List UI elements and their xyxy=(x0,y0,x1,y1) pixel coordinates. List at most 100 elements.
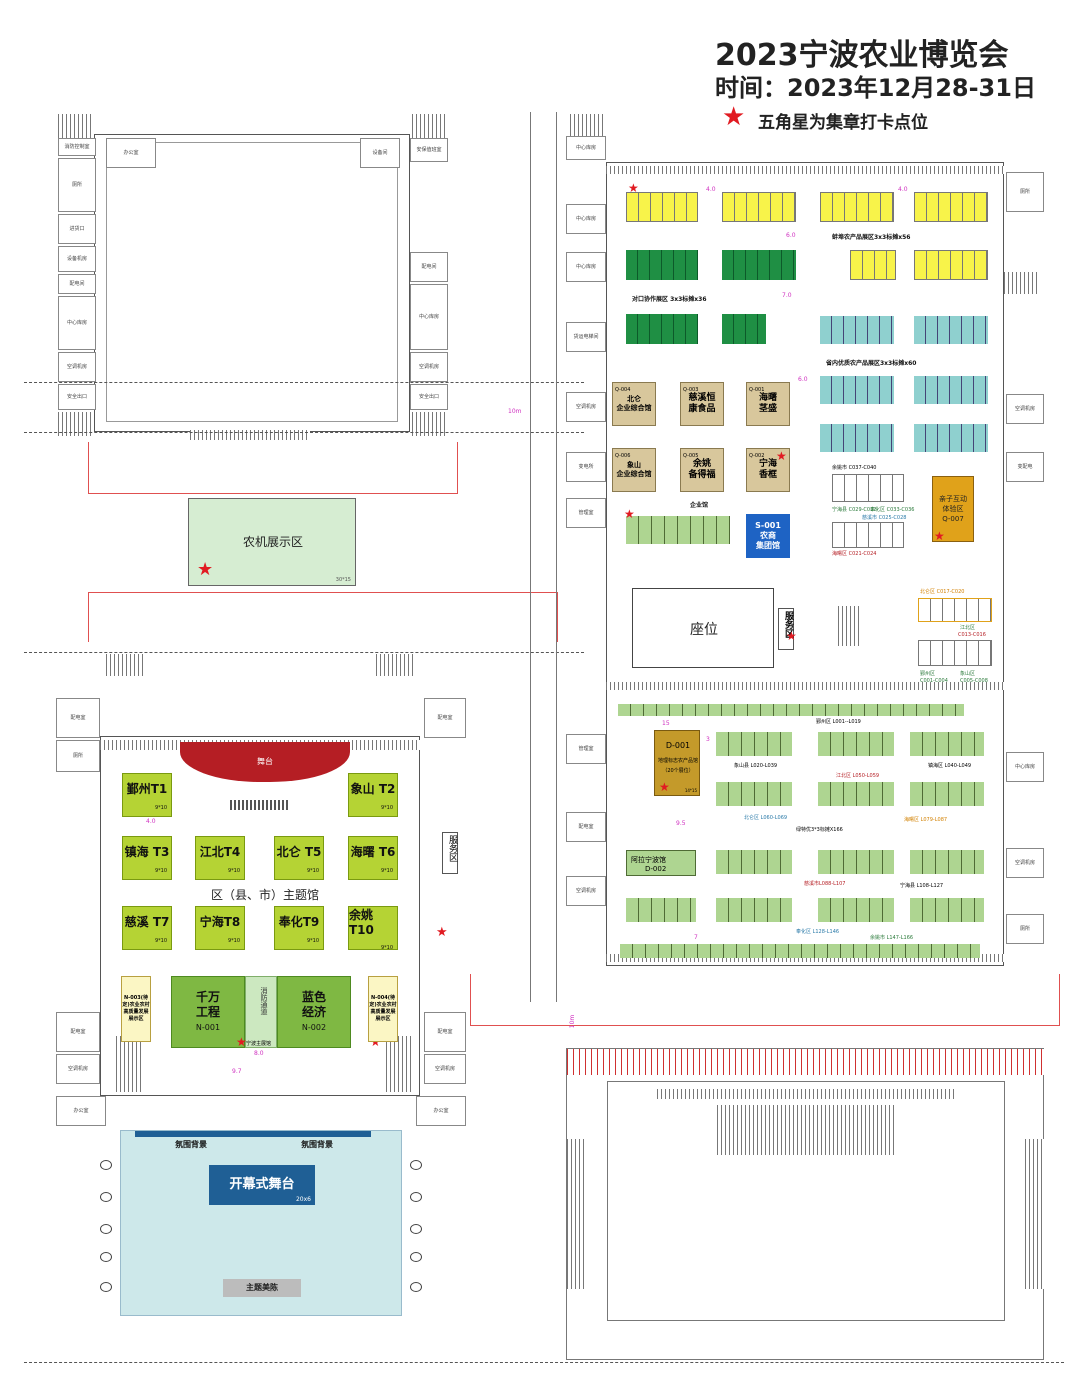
fenghua-c-label: 奉化区 C033-C036 xyxy=(870,507,915,513)
n001-line-2: 工程 xyxy=(195,1004,220,1019)
province-booth-group-2[interactable] xyxy=(914,316,988,344)
theme-hall-t5-size: 9*10 xyxy=(306,867,319,874)
theme-display[interactable]: 主题美陈 xyxy=(223,1279,301,1297)
seating-label: 座位 xyxy=(690,622,718,638)
d001-code: D-001 xyxy=(665,741,691,750)
theme-display-label: 主题美陈 xyxy=(246,1283,278,1292)
n004-exhibit[interactable]: N-004(待定)农业农村高质量发展展示区 xyxy=(368,976,398,1042)
s001-code: S-001 xyxy=(755,521,781,530)
checkin-star-icon: ★ xyxy=(624,507,635,521)
l-row-14[interactable] xyxy=(910,898,984,922)
l-row-15[interactable] xyxy=(620,944,980,958)
duikou-booth-group-2[interactable] xyxy=(722,250,796,280)
bengbu-booth-group-3[interactable] xyxy=(820,192,894,222)
lamp-post-icon xyxy=(410,1192,422,1202)
l-row-6[interactable] xyxy=(818,782,894,806)
province-booth-group-4[interactable] xyxy=(914,376,988,404)
main-stage-label: 舞台 xyxy=(257,757,273,766)
opening-stage-label: 开幕式舞台 xyxy=(229,1177,295,1192)
checkin-star-icon: ★ xyxy=(659,780,670,794)
seating-area[interactable]: 座位 xyxy=(632,588,774,668)
s001-line-1: 农商 xyxy=(760,531,776,540)
l-row-13[interactable] xyxy=(818,898,894,922)
l-row-3[interactable] xyxy=(818,732,894,756)
legend-star-icon: ★ xyxy=(722,102,746,132)
bengbu-booth-group-1[interactable] xyxy=(626,192,698,222)
l-row-11[interactable] xyxy=(626,898,696,922)
l-row-2[interactable] xyxy=(716,732,792,756)
d001-line-1: 地理标志农产品馆 xyxy=(657,758,698,764)
n003-exhibit[interactable]: N-003(待定)农业农村高质量发展展示区 xyxy=(121,976,151,1042)
province-booth-group-1[interactable] xyxy=(820,316,894,344)
left-service-area[interactable]: 服务区 xyxy=(442,832,458,874)
opening-stage[interactable]: 开幕式舞台 20x6 xyxy=(209,1165,315,1205)
s001-booth[interactable]: S-001 农商 集团馆 xyxy=(746,514,790,558)
c-booth-group-2[interactable] xyxy=(832,522,904,548)
theme-hall-t10-size: 9*10 xyxy=(380,944,393,951)
machinery-size: 30*15 xyxy=(335,577,351,583)
big-hall-n002[interactable]: 蓝色 经济 N-002 xyxy=(277,976,351,1048)
machinery-display-area[interactable]: 农机展示区 ★ 30*15 xyxy=(188,498,356,586)
duikou-booth-group-4[interactable] xyxy=(722,314,766,344)
c001-label: C001-C004 xyxy=(920,678,948,684)
room-fire-control: 消防控制室 xyxy=(58,138,96,156)
big-hall-n001[interactable]: 千万 工程 N-001 xyxy=(171,976,245,1048)
theme-hall-t1-size: 9*10 xyxy=(154,804,167,811)
l-row-4[interactable] xyxy=(910,732,984,756)
bengbu-booth-group-5[interactable] xyxy=(850,250,896,280)
l-row-9[interactable] xyxy=(818,850,894,874)
province-booth-group-6[interactable] xyxy=(914,424,988,452)
l-row-12[interactable] xyxy=(716,898,792,922)
l-row-10[interactable] xyxy=(910,850,984,874)
duikou-area-label: 对口协作展区 3x3标摊x36 xyxy=(632,296,707,303)
bengbu-booth-group-6[interactable] xyxy=(914,250,988,280)
room-power-2: 配电间 xyxy=(410,252,448,282)
l-row-8[interactable] xyxy=(716,850,792,874)
theme-hall-t7-size: 9*10 xyxy=(154,937,167,944)
dim-label: 10m xyxy=(508,408,522,415)
bengbu-booth-group-2[interactable] xyxy=(722,192,796,222)
l-row-7[interactable] xyxy=(910,782,984,806)
dim-label: 9.7 xyxy=(232,1068,242,1075)
left-service-label: 服务区 xyxy=(447,835,457,862)
q003-name: 慈溪恒 康食品 xyxy=(688,393,716,414)
bengbu-booth-group-4[interactable] xyxy=(914,192,988,222)
room-office-top: 办公室 xyxy=(106,138,156,168)
duikou-booth-group-3[interactable] xyxy=(626,314,698,344)
q004-name: 北仑 企业综合馆 xyxy=(616,395,652,412)
c-booth-group-1[interactable] xyxy=(832,474,904,502)
d001-booth[interactable]: D-001 地理标志农产品馆 （20个展位） ★ 14*15 xyxy=(654,730,700,796)
d001-size: 14*15 xyxy=(684,788,697,793)
enterprise-small-booths[interactable] xyxy=(626,516,730,544)
room-security: 安保值班室 xyxy=(410,138,448,162)
province-booth-group-5[interactable] xyxy=(820,424,894,452)
dim-label: 9.5 xyxy=(676,820,686,827)
jiangbei-l-label: 江北区 L050-L059 xyxy=(836,773,880,779)
c-booth-group-4[interactable] xyxy=(918,640,992,666)
l-row-5[interactable] xyxy=(716,782,792,806)
d002-booth[interactable]: 阿拉宁波馆 D-002 xyxy=(626,850,696,876)
theme-hall-t10-name: 余姚 T10 xyxy=(349,907,374,937)
right-service-area[interactable]: 服务区 xyxy=(778,608,794,650)
province-booth-group-3[interactable] xyxy=(820,376,894,404)
theme-hall-t10[interactable]: 余姚 T10 9*10 xyxy=(348,906,398,951)
q007-booth[interactable]: 亲子互动 体验区 Q-007 xyxy=(932,476,974,542)
c-booth-group-3[interactable] xyxy=(918,598,992,622)
l-row-yinzhou[interactable] xyxy=(618,704,964,716)
duikou-booth-group-1[interactable] xyxy=(626,250,698,280)
